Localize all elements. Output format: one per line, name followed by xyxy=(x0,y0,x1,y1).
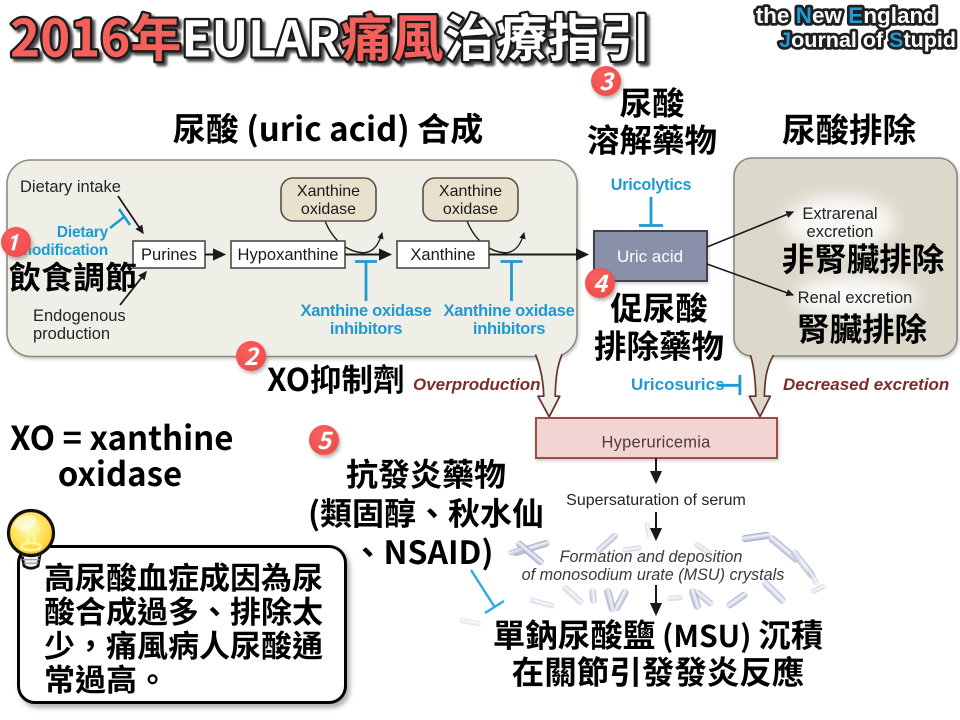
svg-text:Decreased excretion: Decreased excretion xyxy=(783,375,949,394)
svg-text:Xanthine: Xanthine xyxy=(439,183,502,200)
svg-text:production: production xyxy=(33,325,110,343)
svg-text:Xanthine oxidase: Xanthine oxidase xyxy=(301,302,432,320)
svg-text:inhibitors: inhibitors xyxy=(473,320,545,338)
svg-text:Renal excretion: Renal excretion xyxy=(798,289,913,307)
svg-text:Xanthine oxidase: Xanthine oxidase xyxy=(444,302,575,320)
svg-text:Purines: Purines xyxy=(141,246,197,264)
svg-text:Overproduction: Overproduction xyxy=(413,375,541,394)
svg-text:Supersaturation of serum: Supersaturation of serum xyxy=(566,492,746,509)
svg-text:Journal of Stupid: Journal of Stupid xyxy=(779,28,956,52)
svg-text:modification: modification xyxy=(18,242,108,259)
svg-text:Formation and deposition: Formation and deposition xyxy=(560,548,743,566)
svg-text:the New England: the New England xyxy=(756,3,937,28)
svg-text:excretion: excretion xyxy=(807,223,874,241)
svg-text:2016年EULAR痛風治療指引: 2016年EULAR痛風治療指引 xyxy=(10,0,652,72)
svg-text:Dietary: Dietary xyxy=(57,224,109,241)
svg-text:Xanthine: Xanthine xyxy=(410,246,475,264)
svg-text:Dietary intake: Dietary intake xyxy=(20,178,121,196)
svg-text:Uricosurics: Uricosurics xyxy=(631,375,725,394)
svg-text:of monosodium urate (MSU) crys: of monosodium urate (MSU) crystals xyxy=(522,566,785,584)
svg-text:Xanthine: Xanthine xyxy=(297,183,360,200)
svg-text:Endogenous: Endogenous xyxy=(33,307,126,325)
svg-text:inhibitors: inhibitors xyxy=(330,320,402,338)
svg-text:Hyperuricemia: Hyperuricemia xyxy=(602,434,712,452)
svg-text:Hypoxanthine: Hypoxanthine xyxy=(238,246,339,264)
svg-text:oxidase: oxidase xyxy=(301,201,356,218)
svg-text:oxidase: oxidase xyxy=(443,201,498,218)
svg-text:Uric acid: Uric acid xyxy=(617,247,683,266)
svg-text:Uricolytics: Uricolytics xyxy=(611,176,692,194)
svg-text:Extrarenal: Extrarenal xyxy=(802,205,877,223)
